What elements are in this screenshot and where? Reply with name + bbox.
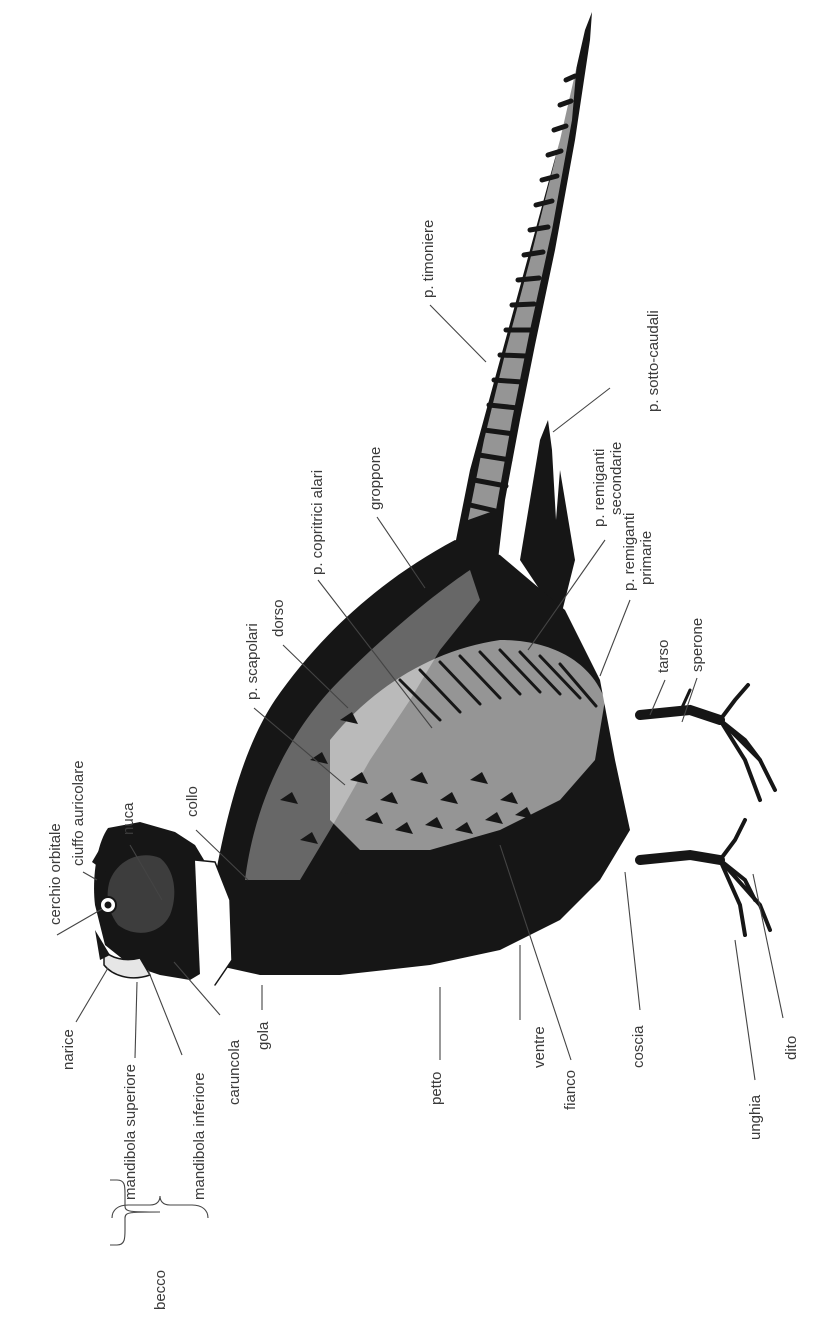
label-p-remiganti-primarie: p. remiganti <box>621 513 638 591</box>
label-p-remiganti-primarie-2: primarie <box>638 531 655 585</box>
label-fianco: fianco <box>562 1070 579 1110</box>
label-cerchio-orbitale: cerchio orbitale <box>47 823 64 925</box>
label-p-timoniere: p. timoniere <box>420 220 437 298</box>
label-petto: petto <box>428 1072 445 1105</box>
tail-feathers <box>455 12 592 620</box>
label-nuca: nuca <box>120 802 137 835</box>
label-p-sotto-caudali: p. sotto-caudali <box>645 310 662 412</box>
label-p-remiganti-secondarie: p. remiganti <box>591 449 608 527</box>
label-narice: narice <box>60 1029 77 1070</box>
label-ventre: ventre <box>531 1026 548 1068</box>
legs <box>640 685 775 935</box>
label-dito: dito <box>783 1036 800 1060</box>
label-gola: gola <box>255 1021 272 1050</box>
label-sperone: sperone <box>689 618 706 672</box>
label-unghia: unghia <box>747 1094 764 1140</box>
label-p-copritrici-alari: p. copritrici alari <box>309 470 326 575</box>
label-dorso: dorso <box>270 599 287 637</box>
label-becco: becco <box>152 1270 169 1310</box>
label-groppone: groppone <box>367 447 384 510</box>
pheasant-illustration <box>92 12 775 985</box>
head <box>92 822 232 985</box>
label-p-remiganti-secondarie-2: secondarie <box>608 442 625 515</box>
label-coscia: coscia <box>630 1025 647 1068</box>
label-mandibola-superiore: mandibola superiore <box>122 1064 139 1200</box>
label-tarso: tarso <box>655 640 672 673</box>
label-collo: collo <box>184 786 201 817</box>
label-ciuffo-auricolare: ciuffo auricolare <box>70 760 87 866</box>
label-p-scapolari: p. scapolari <box>244 623 261 700</box>
label-mandibola-inferiore: mandibola inferiore <box>191 1072 208 1200</box>
label-caruncola: caruncola <box>226 1039 243 1105</box>
